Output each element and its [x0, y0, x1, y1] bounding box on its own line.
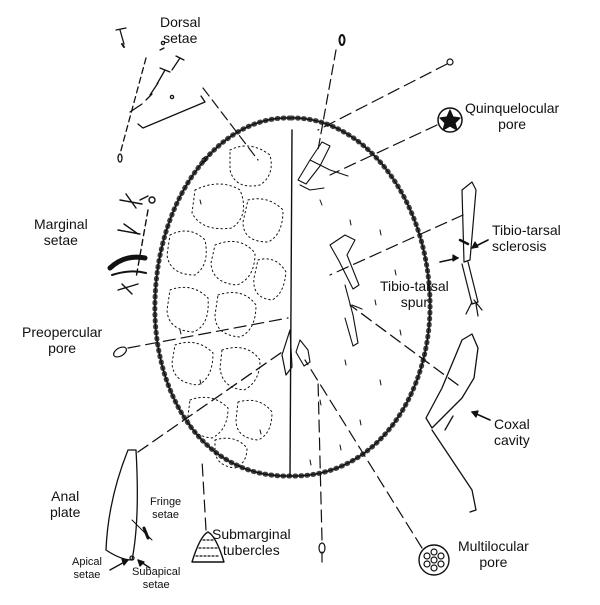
pore-small — [446, 58, 454, 66]
anal-plate-on-body — [201, 157, 293, 376]
label-tibio-tarsal-sclerosis: Tibio-tarsal sclerosis — [492, 222, 561, 254]
label-dorsal-setae: Dorsal setae — [160, 14, 201, 46]
ventral-legs — [295, 141, 363, 367]
dorsal-setae-detail — [115, 27, 206, 163]
anal-plate-detail — [105, 349, 286, 571]
coxal-detail — [349, 304, 491, 513]
submarginal-tubercle-drawing — [191, 459, 225, 563]
dorsal-reticulation — [166, 145, 287, 469]
label-multilocular-pore: Multilocular pore — [458, 538, 529, 570]
preopercular-pore-drawing — [113, 346, 127, 358]
tibio-tarsal-detail — [329, 181, 489, 317]
label-fringe-setae: Fringe setae — [150, 496, 182, 521]
label-apical-setae: Apical setae — [72, 556, 102, 581]
label-tibio-tarsal-spur: Tibio-tarsal spur — [380, 278, 449, 310]
label-anal-plate: Anal plate — [50, 488, 81, 520]
dorsal-setae-leader — [202, 87, 259, 161]
label-subapical-setae: Subapical setae — [132, 566, 181, 591]
multilocular-pore-drawing — [304, 359, 450, 576]
label-coxal-cavity: Coxal cavity — [494, 416, 530, 448]
label-preopercular-pore: Preopercular pore — [22, 324, 103, 356]
label-submarginal-tubercles: Submarginal tubercles — [212, 526, 291, 558]
quinquelocular-pore-drawing — [329, 107, 463, 176]
marginal-setae-detail — [107, 193, 156, 295]
bottom-pore — [317, 379, 326, 563]
ventral-setae — [179, 199, 402, 466]
top-seta — [338, 34, 346, 46]
label-quinquelocular-pore: Quinquelocular pore — [465, 100, 560, 132]
label-marginal-setae: Marginal setae — [34, 216, 88, 248]
insect-body — [152, 115, 433, 479]
